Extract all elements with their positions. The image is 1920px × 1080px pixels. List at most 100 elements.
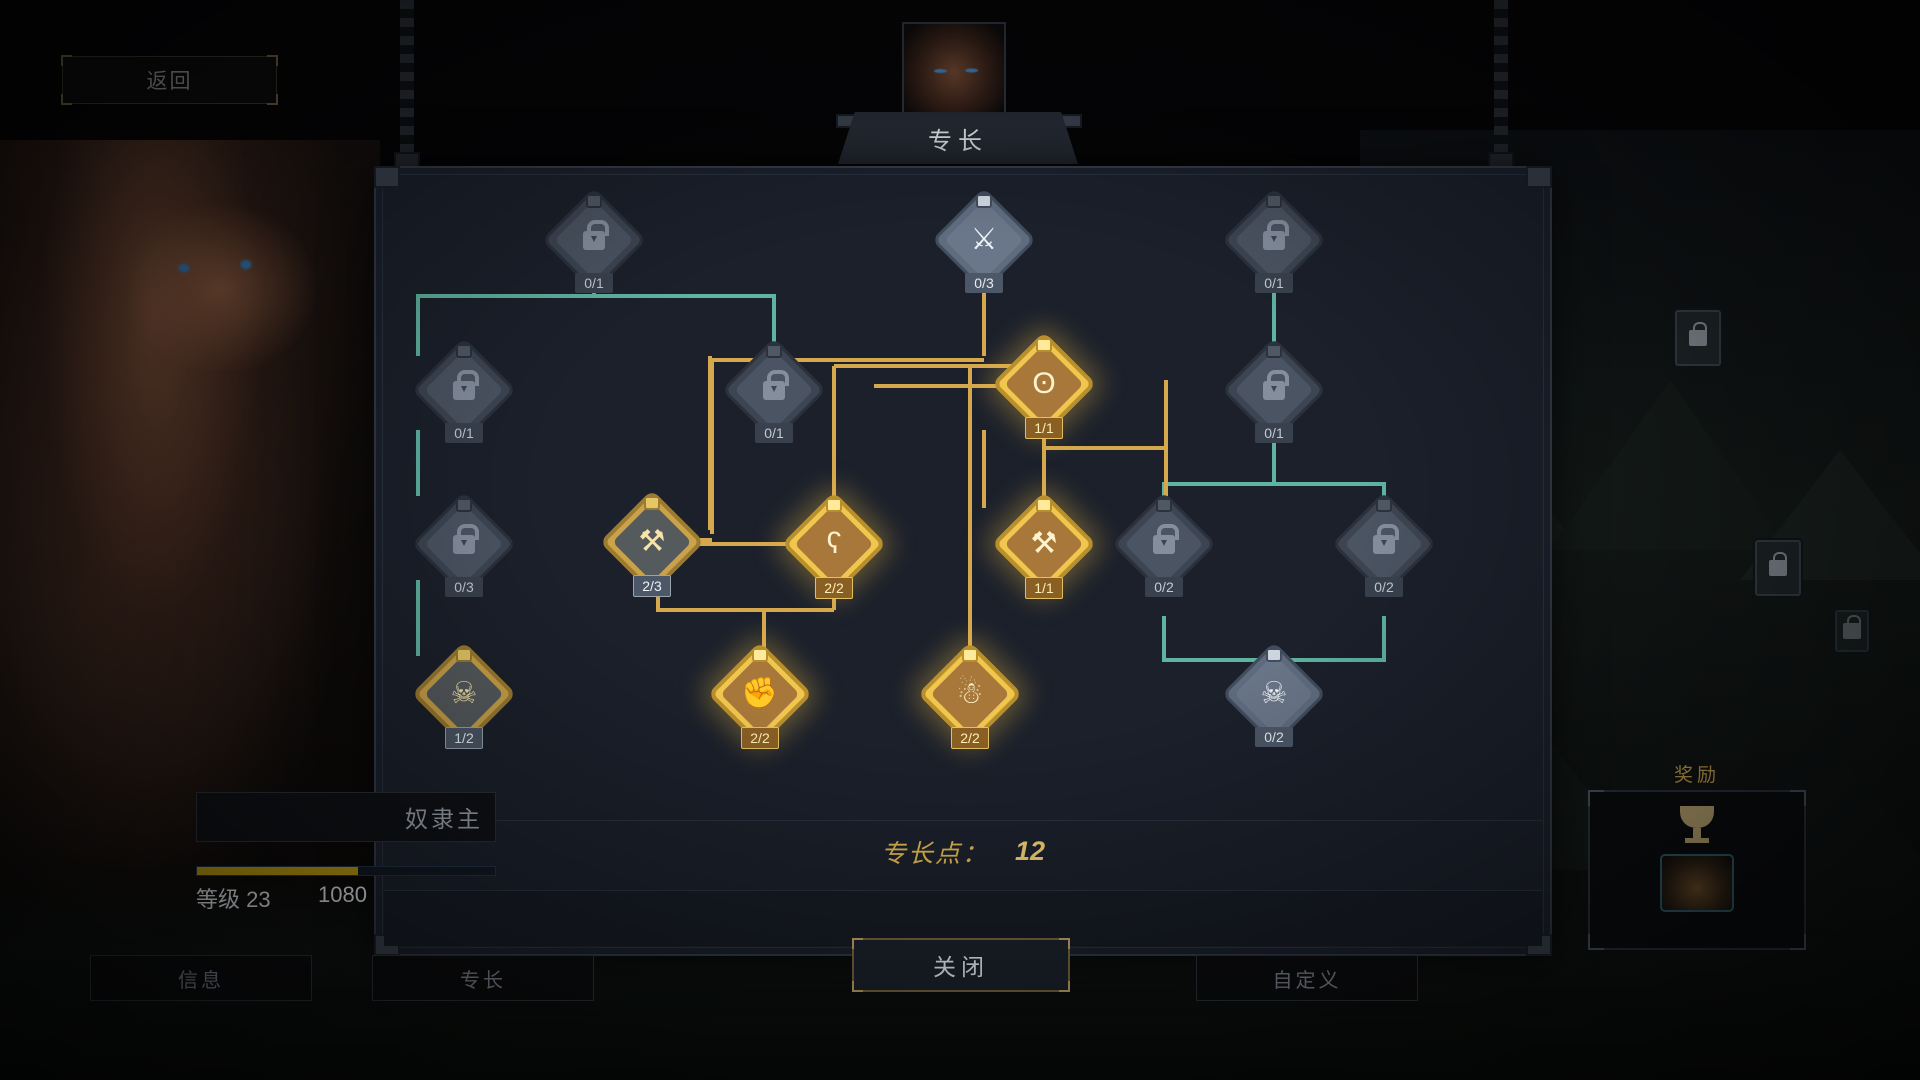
character-xp-fill <box>197 867 358 875</box>
close-button-label: 关闭 <box>933 954 989 980</box>
perk-node-n4[interactable]: 0/3 <box>411 491 517 597</box>
twin-axes-icon: ⚒ <box>638 525 666 558</box>
tab-perks[interactable]: 专长 <box>372 955 594 1001</box>
perk-node-n17[interactable]: ☠ 0/2 <box>1221 641 1327 747</box>
tab-customize[interactable]: 自定义 <box>1196 955 1418 1001</box>
perk-node-count: 0/1 <box>755 423 793 443</box>
lock-icon <box>427 353 501 427</box>
lock-icon <box>763 369 789 400</box>
perk-node-pip <box>456 344 472 358</box>
perk-node-count: 0/3 <box>965 273 1003 293</box>
perk-node-n6[interactable]: ⚒ 2/3 <box>599 489 705 597</box>
horn-flame-icon: ʕ <box>826 527 842 560</box>
perk-points-value: 12 <box>1014 836 1046 866</box>
perk-node-pip <box>1036 338 1052 352</box>
perk-node-count: 0/2 <box>1255 727 1293 747</box>
reward-title: 奖励 <box>1673 765 1720 786</box>
perk-points-label: 专长点： <box>880 839 989 868</box>
lock-icon <box>557 203 631 277</box>
perk-node-count: 0/1 <box>445 423 483 443</box>
perk-node-n12[interactable]: ☃ 2/2 <box>917 641 1023 749</box>
lock-icon <box>1689 322 1707 346</box>
perk-node-n2[interactable]: 0/1 <box>411 337 517 443</box>
character-portrait-icon <box>902 22 1006 126</box>
perk-node-count: 2/2 <box>741 727 779 749</box>
chain-left <box>400 0 414 160</box>
tab-info[interactable]: 信息 <box>90 955 312 1001</box>
perk-node-count: 0/1 <box>1255 273 1293 293</box>
perk-node-count: 1/1 <box>1025 417 1063 439</box>
perk-node-count: 0/2 <box>1145 577 1183 597</box>
perk-node-n15[interactable]: 0/2 <box>1111 491 1217 597</box>
sword-flame-icon: ⚔ <box>970 223 998 256</box>
perk-node-n14[interactable]: 0/1 <box>1221 337 1327 443</box>
perk-node-count: 2/2 <box>951 727 989 749</box>
perk-node-pip <box>976 194 992 208</box>
perk-node-n9[interactable]: ʘ 1/1 <box>991 331 1097 439</box>
perk-node-pip <box>1036 498 1052 512</box>
perk-node-n13[interactable]: 0/1 <box>1221 187 1327 293</box>
back-button-label: 返回 <box>146 70 193 93</box>
character-gold: 1080 <box>318 882 367 907</box>
lock-icon <box>1843 615 1861 639</box>
tab-info-label: 信息 <box>178 969 224 992</box>
perk-node-pip <box>1266 648 1282 662</box>
perk-node-n16[interactable]: 0/2 <box>1331 491 1437 597</box>
perk-node-n5[interactable]: ☠ 1/2 <box>411 641 517 749</box>
perk-node-count: 2/3 <box>633 575 671 597</box>
trophy-icon <box>1680 806 1714 846</box>
beast-head-icon: ☃ <box>956 677 984 710</box>
page-title: 专长 <box>928 127 988 155</box>
lock-icon <box>453 523 479 554</box>
perk-node-pip <box>1266 194 1282 208</box>
lock-icon <box>427 507 501 581</box>
perk-points-footer: 专长点： 12 <box>384 820 1542 882</box>
perk-node-pip <box>962 648 978 662</box>
tab-perks-label: 专长 <box>460 969 506 992</box>
character-name-box: 奴隶主 <box>196 792 496 842</box>
lock-icon <box>1769 552 1787 576</box>
perk-node-count: 0/2 <box>1365 577 1403 597</box>
perk-node-pip <box>456 648 472 662</box>
page-title-banner: 专长 <box>838 112 1078 164</box>
sword-hammer-skull-icon: ⚒ <box>1030 527 1058 560</box>
shell-spiral-icon: ʘ <box>1032 367 1056 400</box>
lock-icon <box>737 353 811 427</box>
perk-node-pip <box>826 498 842 512</box>
character-name: 奴隶主 <box>405 806 483 832</box>
map-lock-marker-1[interactable] <box>1675 310 1721 366</box>
perk-node-pip <box>766 344 782 358</box>
perk-node-n7[interactable]: ⚔ 0/3 <box>931 187 1037 293</box>
character-level: 等级 23 <box>196 887 271 912</box>
perk-node-n3[interactable]: 0/1 <box>721 337 827 443</box>
perk-node-pip <box>456 498 472 512</box>
perk-node-count: 1/1 <box>1025 577 1063 599</box>
beast-portrait-icon[interactable] <box>1660 854 1734 912</box>
perk-node-pip <box>1376 498 1392 512</box>
reward-panel[interactable] <box>1588 790 1806 950</box>
skull-cluster-icon: ☠ <box>450 677 478 710</box>
lock-icon <box>1237 203 1311 277</box>
lock-icon <box>1237 353 1311 427</box>
perk-node-count: 0/1 <box>1255 423 1293 443</box>
character-xp-bar <box>196 866 496 876</box>
chain-right <box>1494 0 1508 160</box>
skull-helm-icon: ☠ <box>1260 677 1288 710</box>
lock-icon <box>1373 523 1399 554</box>
perk-node-pip <box>1266 344 1282 358</box>
lock-icon <box>453 369 479 400</box>
perk-node-count: 0/1 <box>575 273 613 293</box>
perk-node-n10[interactable]: ⚒ 1/1 <box>991 491 1097 599</box>
lock-icon <box>1263 369 1289 400</box>
close-button[interactable]: 关闭 <box>852 938 1070 992</box>
map-lock-marker-2[interactable] <box>1755 540 1801 596</box>
perk-node-count: 1/2 <box>445 727 483 749</box>
lock-icon <box>1127 507 1201 581</box>
back-button[interactable]: 返回 <box>61 55 278 105</box>
perk-node-n11[interactable]: ✊2/2 <box>707 641 813 749</box>
lock-icon <box>1347 507 1421 581</box>
perk-node-n1[interactable]: 0/1 <box>541 187 647 293</box>
map-lock-marker-3[interactable] <box>1835 610 1869 652</box>
